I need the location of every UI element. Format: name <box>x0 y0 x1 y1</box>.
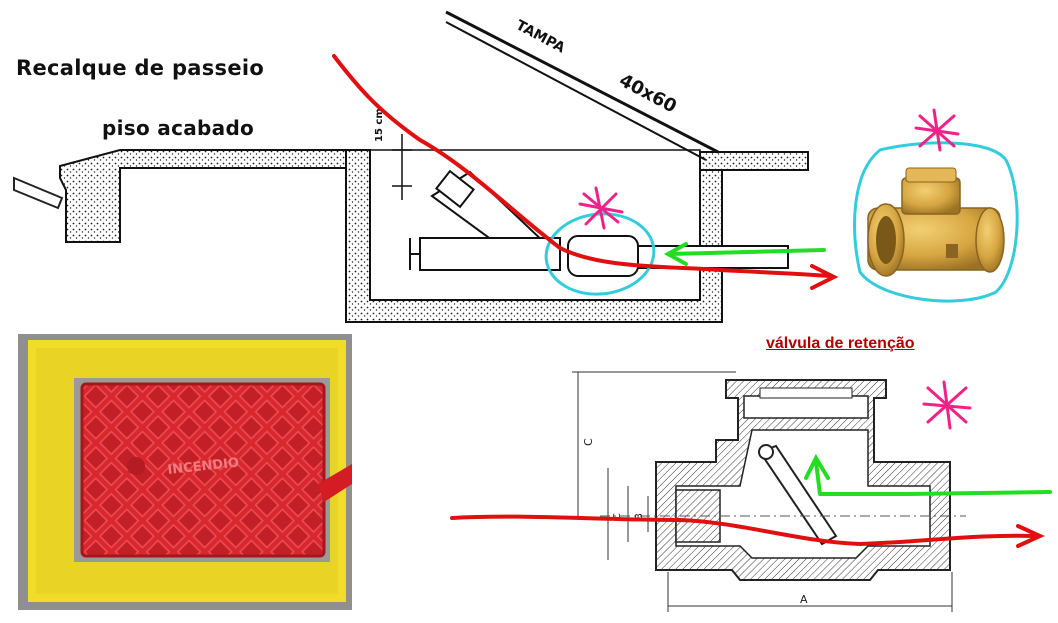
flow-arrow-in <box>1016 524 1045 548</box>
asterisk-marker <box>578 186 624 230</box>
piso-acabado-label: piso acabado <box>102 116 255 140</box>
flow-arrow-in <box>450 514 1038 547</box>
asterisk-marker <box>914 108 960 152</box>
flow-arrow-in <box>810 264 839 290</box>
dim-b-label: B <box>634 513 645 520</box>
valve-title: válvula de retenção <box>766 335 915 352</box>
flow-arrow-back <box>663 242 688 266</box>
sidewalk-slab <box>13 149 353 243</box>
flow-arrow-in <box>332 54 832 278</box>
depth-dimension <box>392 134 412 200</box>
flow-arrow-back <box>668 248 826 256</box>
valve-section-drawing <box>572 371 966 612</box>
dim-a-label: A <box>800 593 808 606</box>
cover-photo: INCENDIO <box>18 334 352 610</box>
check-valve-photo <box>867 167 1005 277</box>
dim-c-vertical-label: C <box>582 438 595 446</box>
lid <box>445 10 719 161</box>
asterisk-marker <box>922 380 972 430</box>
flow-arrow-back <box>804 453 830 480</box>
flow-arrow-back <box>814 460 1052 496</box>
recalque-label: Recalque de passeio <box>16 56 265 80</box>
depth-label: 15 cm <box>374 108 385 142</box>
highlight-ring <box>853 141 1019 303</box>
valve-box <box>345 149 809 323</box>
dim-c-horizontal-label: C <box>612 513 623 520</box>
cover-text: INCENDIO <box>167 456 240 478</box>
tampa-size-label: 40x60 <box>616 70 680 118</box>
